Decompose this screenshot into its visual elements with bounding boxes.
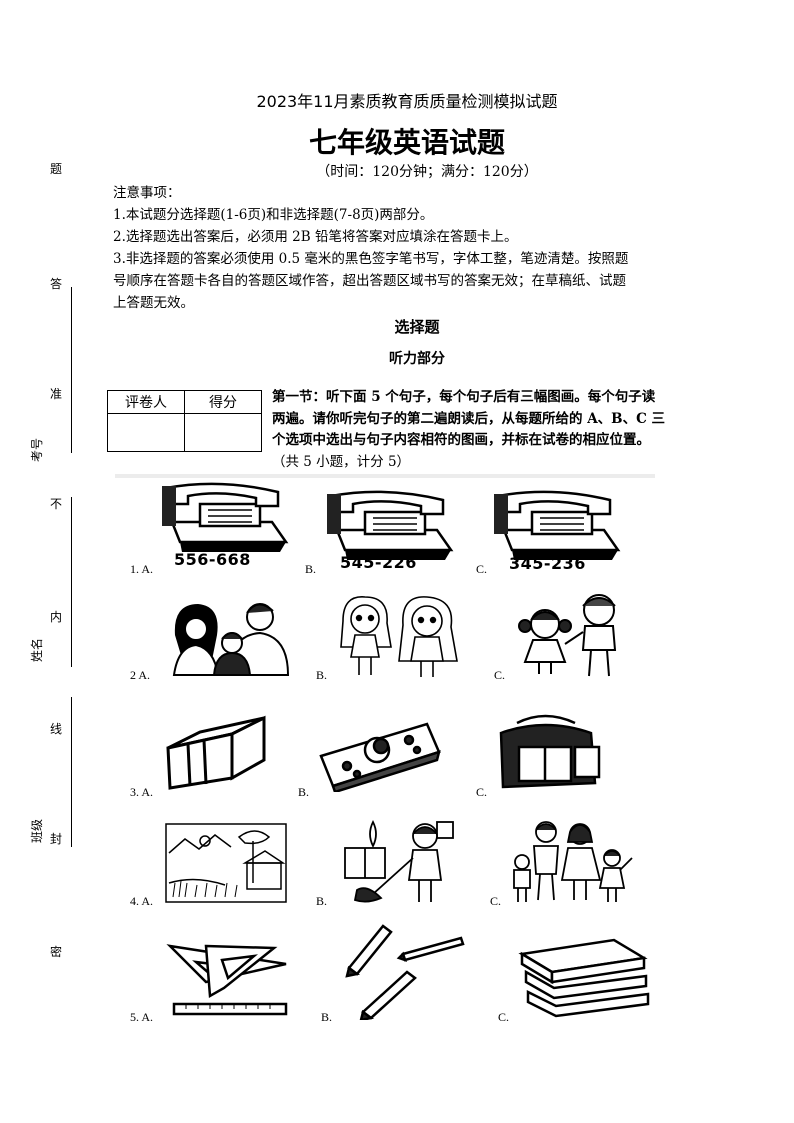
margin-char-3: 准 xyxy=(50,387,63,401)
q1-option-a-label[interactable]: 1. A. xyxy=(130,562,154,576)
q2-option-c-label[interactable]: C. xyxy=(494,668,506,682)
notice-item-1: 1.本试题分选择题(1-6页)和非选择题(7-8页)两部分。 xyxy=(113,207,434,223)
q1-option-c-label[interactable]: C. xyxy=(476,562,488,576)
notice-item-3: 3.非选择题的答案必须使用 0.5 毫米的黑色签字笔书写，字体工整，笔迹清楚。按… xyxy=(113,251,629,267)
instruction-line-4: （共 5 小题，计分 5） xyxy=(272,453,411,470)
telephone-icon xyxy=(327,490,454,560)
phone-number-b: 545-226 xyxy=(340,553,417,572)
q2-option-a-label[interactable]: 2 A. xyxy=(130,668,151,682)
notice-block: 注意事项： 1.本试题分选择题(1-6页)和非选择题(7-8页)两部分。 2.选… xyxy=(113,182,723,314)
q4-option-c-label[interactable]: C. xyxy=(490,894,502,908)
class-line xyxy=(71,697,72,847)
margin-char-6: 线 xyxy=(50,722,63,736)
q3-option-a-label[interactable]: 3. A. xyxy=(130,785,154,799)
eraser-icon xyxy=(166,715,266,790)
girl-sweeping-icon xyxy=(344,819,454,903)
grader-cell[interactable] xyxy=(107,413,185,452)
q3-option-b-label[interactable]: B. xyxy=(298,785,310,799)
q4-option-a-label[interactable]: 4. A. xyxy=(130,894,154,908)
schoolbag-icon xyxy=(499,714,601,789)
margin-char-7: 封 xyxy=(50,832,63,846)
margin-char-5: 内 xyxy=(50,610,63,624)
q5-option-c-label[interactable]: C. xyxy=(498,1010,510,1024)
name-line xyxy=(71,497,72,667)
score-cell[interactable] xyxy=(184,413,262,452)
part1-instructions: 第一节：听下面 5 个句子，每个句子后有三幅图画。每个句子读 两遍。请你听完句子… xyxy=(272,387,722,473)
q5-option-a-label[interactable]: 5. A. xyxy=(130,1010,154,1024)
q3-option-c-label[interactable]: C. xyxy=(476,785,488,799)
exam-number-line xyxy=(71,287,72,453)
section-title: 选择题 xyxy=(394,318,440,336)
two-girls-icon xyxy=(340,596,458,677)
notice-title: 注意事项： xyxy=(113,185,181,201)
house-landscape-icon xyxy=(165,823,287,903)
family-icon xyxy=(172,603,290,676)
instruction-line-2: 两遍。请你听完句子的第二遍朗读后，从每题所给的 A、B、C 三 xyxy=(272,410,666,427)
q1-option-b-label[interactable]: B. xyxy=(305,562,317,576)
instruction-line-1: 第一节：听下面 5 个句子，每个句子后有三幅图画。每个句子读 xyxy=(272,389,656,405)
pencil-box-icon xyxy=(319,722,441,792)
telephone-icon xyxy=(494,490,621,560)
exam-number-label: 考号 xyxy=(30,437,44,462)
margin-char-8: 密 xyxy=(50,945,63,959)
notice-item-3-cont: 号顺序在答题卡各自的答题区域作答，超出答题区域书写的答案无效；在草稿纸、试题 xyxy=(113,273,626,289)
rulers-icon xyxy=(166,944,288,1016)
pens-icon xyxy=(345,924,465,1020)
q5-option-b-label[interactable]: B. xyxy=(321,1010,333,1024)
class-label: 班级 xyxy=(30,818,44,843)
notice-item-3-end: 上答题无效。 xyxy=(113,295,194,311)
telephone-icon xyxy=(162,482,289,552)
instruction-line-3: 个选项中选出与句子内容相符的图画，并标在试卷的相应位置。 xyxy=(272,432,650,448)
score-col-label: 得分 xyxy=(184,390,262,414)
boy-and-girl-icon xyxy=(518,594,617,677)
q2-option-b-label[interactable]: B. xyxy=(316,668,328,682)
phone-number-c: 345-236 xyxy=(509,554,586,573)
family-of-four-icon xyxy=(513,821,633,902)
notice-item-2: 2.选择题选出答案后，必须用 2B 铅笔将答案对应填涂在答题卡上。 xyxy=(113,229,518,245)
margin-char-2: 答 xyxy=(50,277,63,291)
exam-title: 2023年11月素质教育质质量检测模拟试题 xyxy=(256,92,558,111)
grader-table: 评卷人 得分 xyxy=(107,390,262,452)
divider xyxy=(115,474,655,478)
phone-number-a: 556-668 xyxy=(174,550,251,569)
books-icon xyxy=(518,938,650,1018)
page-title: 七年级英语试题 xyxy=(308,126,505,159)
grader-col-label: 评卷人 xyxy=(107,390,185,414)
section-subtitle: 听力部分 xyxy=(389,351,445,367)
margin-char-1: 题 xyxy=(50,162,63,176)
q4-option-b-label[interactable]: B. xyxy=(316,894,328,908)
time-info: （时间：120分钟；满分：120分） xyxy=(316,164,538,180)
margin-char-4: 不 xyxy=(50,497,63,511)
name-label: 姓名 xyxy=(30,637,44,662)
